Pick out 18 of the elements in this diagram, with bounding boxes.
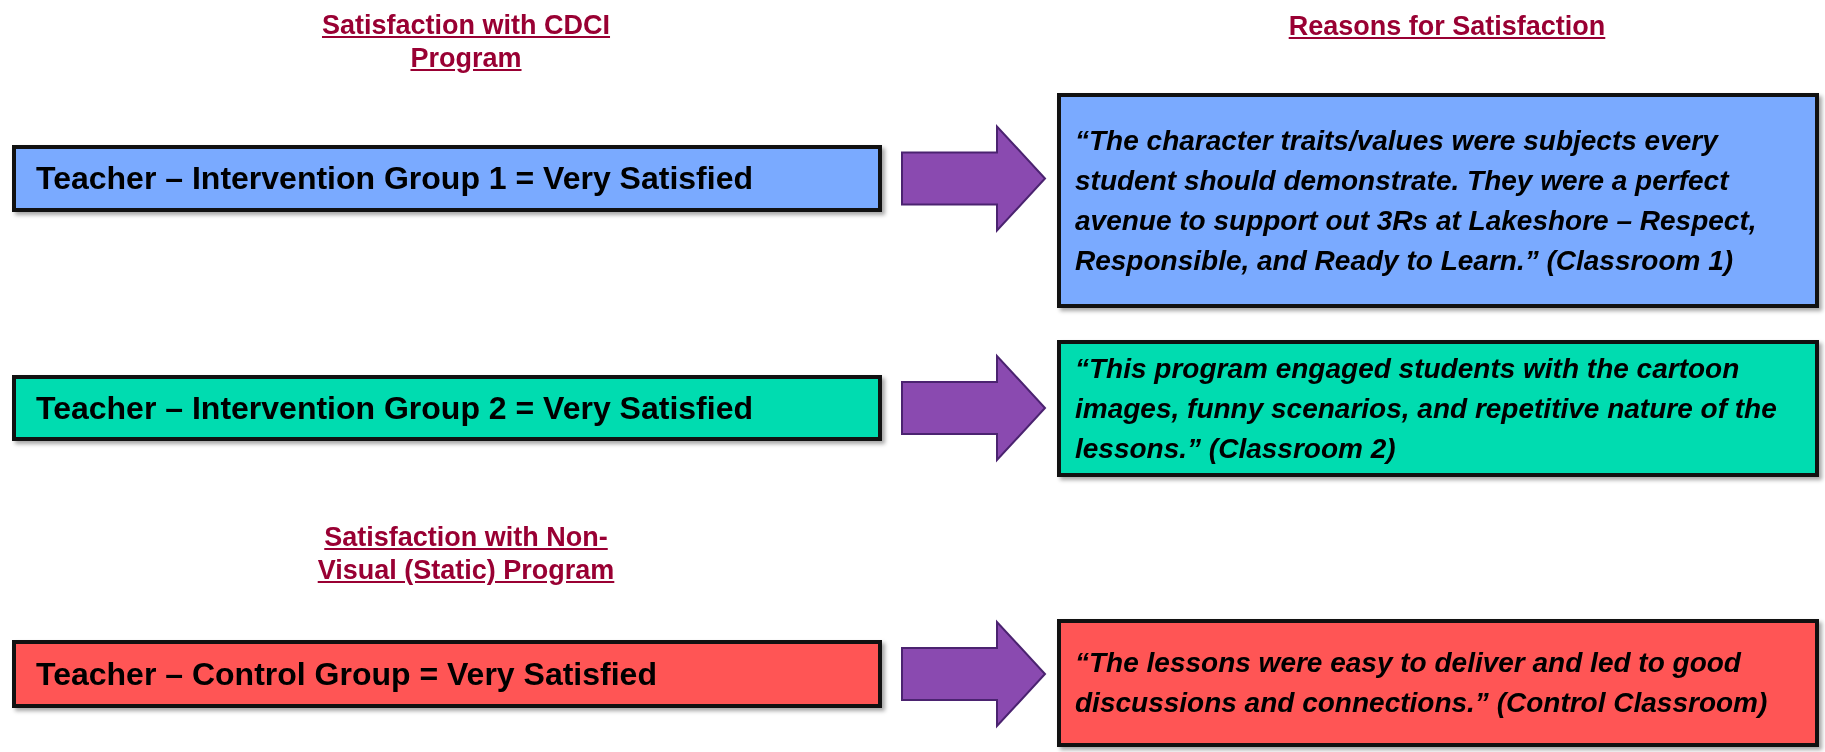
block-arrow xyxy=(901,123,1047,234)
result-text: Teacher – Intervention Group 2 = Very Satisfied xyxy=(36,388,753,428)
quote-box xyxy=(1057,93,1819,308)
result-box xyxy=(12,375,882,441)
quote-box xyxy=(1057,340,1819,477)
result-box xyxy=(12,145,882,212)
column-heading: Reasons for Satisfaction xyxy=(1287,10,1607,43)
quote-text: “This program engaged students with the cartoon images, funny scenarios, and repetitive nature of the lessons.” (Classroom 2) xyxy=(1075,351,1778,466)
result-box xyxy=(12,640,882,708)
column-heading: Satisfaction with CDCI Program xyxy=(321,9,611,75)
quote-text: “The character traits/values were subjects every student should demonstrate. They were a perfect avenue to support out 3Rs at Lakeshore – Respect, Responsible, and Ready to Learn.” (Classroom 1) xyxy=(1075,123,1758,278)
block-arrow xyxy=(901,353,1047,463)
column-heading: Satisfaction with Non-Visual (Static) Program xyxy=(316,521,616,587)
quote-text: “The lessons were easy to deliver and led to good discussions and connections.” (Control Classroom) xyxy=(1075,646,1769,720)
result-text: Teacher – Control Group = Very Satisfied xyxy=(36,654,657,694)
quote-box xyxy=(1057,619,1819,747)
block-arrow xyxy=(901,619,1047,729)
result-text: Teacher – Intervention Group 1 = Very Satisfied xyxy=(36,159,753,198)
